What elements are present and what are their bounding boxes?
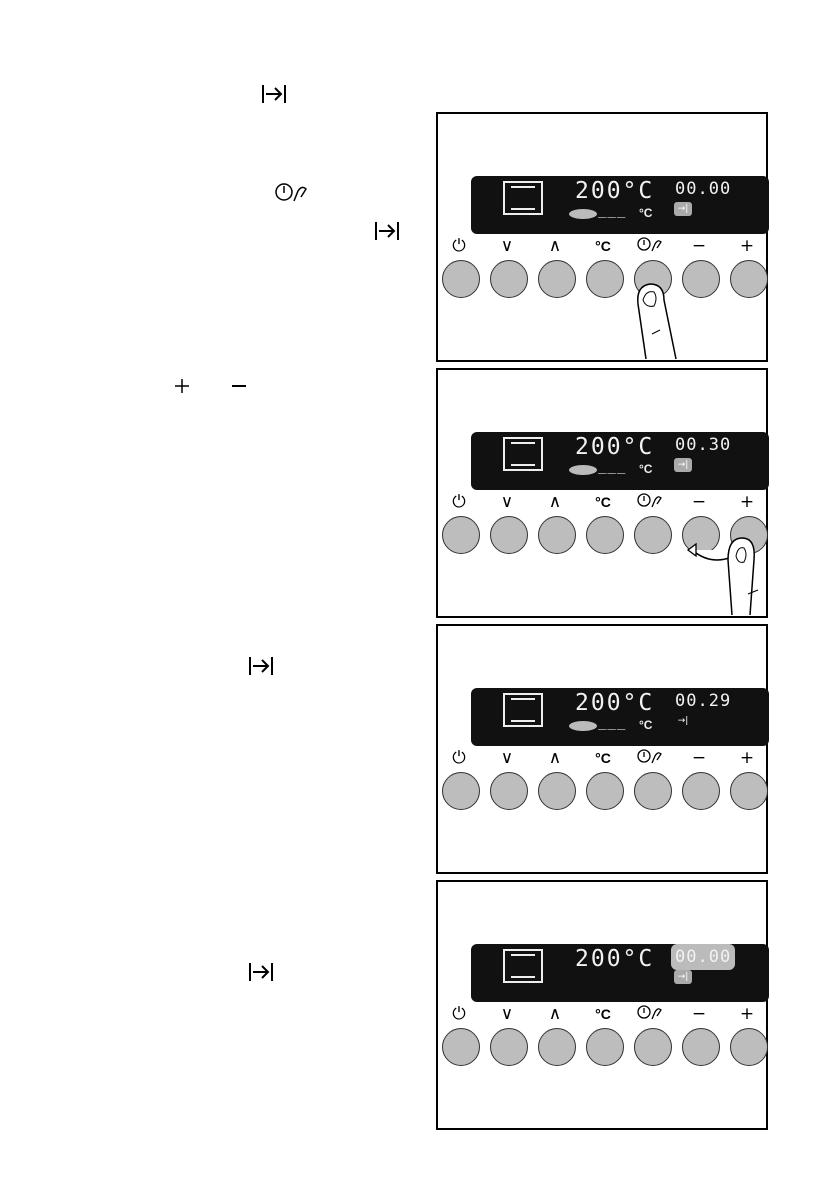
temperature-button[interactable] xyxy=(586,516,624,554)
minus-button[interactable] xyxy=(682,260,720,298)
temperature-readout: 200°C xyxy=(575,946,655,972)
control-panel-2: 200°C 00.30 ___ °C →| ⏻ ∨ ∧ °C − + xyxy=(436,368,769,618)
temperature-readout: 200°C xyxy=(575,434,655,460)
control-panel-3: 200°C 00.29 ___ °C →| ⏻ ∨ ∧ °C − + xyxy=(436,624,769,874)
clock-probe-button[interactable] xyxy=(634,1028,672,1066)
end-time-indicator: →| xyxy=(674,202,692,216)
up-symbol: ∧ xyxy=(548,1004,562,1024)
probe-temp-unit: °C xyxy=(639,718,653,732)
temperature-readout: 200°C xyxy=(575,690,655,716)
minus-button[interactable] xyxy=(682,1028,720,1066)
probe-temp-dashes: ___ xyxy=(598,458,627,474)
plus-button[interactable] xyxy=(730,772,768,810)
down-symbol: ∨ xyxy=(500,236,514,256)
down-symbol: ∨ xyxy=(500,492,514,512)
down-button[interactable] xyxy=(490,516,528,554)
up-button[interactable] xyxy=(538,516,576,554)
temperature-button[interactable] xyxy=(586,260,624,298)
plus-symbol: + xyxy=(739,748,755,768)
probe-temp-dashes: ___ xyxy=(598,202,627,218)
up-symbol: ∧ xyxy=(548,492,562,512)
power-symbol: ⏻ xyxy=(452,1004,466,1024)
minus-icon xyxy=(227,374,251,398)
end-time-indicator: →| xyxy=(677,716,689,726)
power-symbol: ⏻ xyxy=(452,492,466,512)
down-symbol: ∨ xyxy=(500,748,514,768)
end-time-icon xyxy=(247,960,275,984)
end-time-indicator: →| xyxy=(674,458,692,472)
minus-symbol: − xyxy=(691,236,707,256)
power-button[interactable] xyxy=(442,772,480,810)
temperature-symbol: °C xyxy=(595,494,611,510)
up-symbol: ∧ xyxy=(548,748,562,768)
time-readout: 00.00 xyxy=(675,947,732,967)
plus-icon xyxy=(170,374,194,398)
end-time-icon xyxy=(260,82,288,106)
meat-probe-icon xyxy=(569,209,597,219)
down-symbol: ∨ xyxy=(500,1004,514,1024)
minus-button[interactable] xyxy=(682,516,720,554)
time-readout: 00.00 xyxy=(675,179,732,199)
oven-display: 200°C 00.30 ___ °C →| xyxy=(471,432,769,490)
time-flash-highlight xyxy=(671,944,735,970)
control-panel-4: 200°C 00.00 →| ⏻ ∨ ∧ °C − + xyxy=(436,880,769,1130)
oven-display: 200°C 00.29 ___ °C →| xyxy=(471,688,769,746)
clock-probe-icon xyxy=(274,180,312,206)
minus-symbol: − xyxy=(691,1004,707,1024)
time-readout: 00.30 xyxy=(675,435,732,455)
oven-icon xyxy=(503,181,543,215)
power-symbol: ⏻ xyxy=(452,748,466,768)
meat-probe-icon xyxy=(569,721,597,731)
finger-press-arrows-icon xyxy=(686,537,759,616)
power-symbol: ⏻ xyxy=(452,236,466,256)
control-panel-1: 200°C 00.00 ___ °C →| ⏻ ∨ ∧ °C − + xyxy=(436,112,769,362)
oven-display: 200°C 00.00 →| xyxy=(471,944,769,1002)
oven-icon xyxy=(503,949,543,983)
temperature-readout: 200°C xyxy=(575,178,655,204)
down-button[interactable] xyxy=(490,1028,528,1066)
temperature-symbol: °C xyxy=(595,750,611,766)
plus-symbol: + xyxy=(739,492,755,512)
plus-button[interactable] xyxy=(730,260,768,298)
clock-probe-button[interactable] xyxy=(634,516,672,554)
probe-temp-unit: °C xyxy=(639,206,653,220)
down-button[interactable] xyxy=(490,772,528,810)
clock-probe-symbol xyxy=(634,748,668,771)
probe-temp-dashes: ___ xyxy=(598,714,627,730)
temperature-symbol: °C xyxy=(595,1006,611,1022)
minus-symbol: − xyxy=(691,492,707,512)
power-button[interactable] xyxy=(442,516,480,554)
plus-symbol: + xyxy=(739,1004,755,1024)
end-time-indicator: →| xyxy=(674,970,692,984)
temperature-button[interactable] xyxy=(586,1028,624,1066)
plus-button[interactable] xyxy=(730,1028,768,1066)
end-time-icon xyxy=(247,654,275,678)
up-button[interactable] xyxy=(538,1028,576,1066)
time-readout: 00.29 xyxy=(675,691,732,711)
up-button[interactable] xyxy=(538,260,576,298)
clock-probe-button[interactable] xyxy=(634,772,672,810)
power-button[interactable] xyxy=(442,260,480,298)
oven-icon xyxy=(503,693,543,727)
meat-probe-icon xyxy=(569,465,597,475)
down-button[interactable] xyxy=(490,260,528,298)
up-symbol: ∧ xyxy=(548,236,562,256)
end-time-icon xyxy=(373,219,401,243)
temperature-symbol: °C xyxy=(595,238,611,254)
minus-symbol: − xyxy=(691,748,707,768)
clock-probe-symbol xyxy=(634,492,668,515)
up-button[interactable] xyxy=(538,772,576,810)
clock-probe-symbol xyxy=(634,236,668,259)
temperature-button[interactable] xyxy=(586,772,624,810)
clock-probe-symbol xyxy=(634,1004,668,1027)
probe-temp-unit: °C xyxy=(639,462,653,476)
finger-icon xyxy=(637,283,677,360)
minus-button[interactable] xyxy=(682,772,720,810)
power-button[interactable] xyxy=(442,1028,480,1066)
oven-icon xyxy=(503,437,543,471)
plus-symbol: + xyxy=(739,236,755,256)
oven-display: 200°C 00.00 ___ °C →| xyxy=(471,176,769,234)
